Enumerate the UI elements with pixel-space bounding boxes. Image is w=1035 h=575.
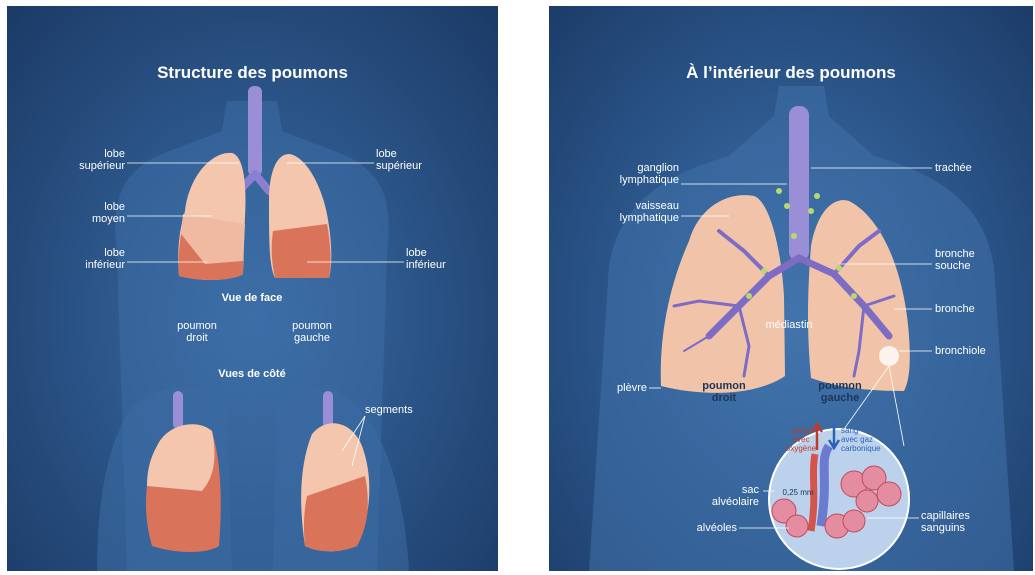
- label-poumon-gauche: poumon gauche: [277, 320, 347, 344]
- label-bronche: bronche: [935, 303, 1015, 315]
- label-bronchiole: bronchiole: [935, 345, 1015, 357]
- page-title: Structure des poumons: [7, 63, 498, 83]
- panel-inside-lungs: À l’intérieur des poumons ganglion lymph…: [549, 6, 1033, 571]
- label-poumon-gauche-inside: poumon gauche: [805, 380, 875, 404]
- label-lobe-inferieur-droit: lobe inférieur: [57, 247, 125, 271]
- label-bronche-souche: bronche souche: [935, 248, 1015, 272]
- label-plevre: plèvre: [589, 382, 647, 394]
- label-ganglion-lymphatique: ganglion lymphatique: [599, 162, 679, 186]
- anatomy-illustration-right: [549, 6, 1033, 571]
- label-mediastin: médiastin: [754, 319, 824, 331]
- label-sang-gaz-carbonique: sang avec gaz carbonique: [841, 426, 901, 453]
- bronchiole-detail: [879, 346, 899, 366]
- label-segments: segments: [365, 404, 445, 416]
- trachea-side-left: [173, 391, 183, 429]
- label-lobe-superieur-gauche: lobe supérieur: [376, 148, 446, 172]
- label-sac-alveolaire: sac alvéolaire: [659, 484, 759, 508]
- label-trachee: trachée: [935, 162, 1015, 174]
- label-poumon-droit: poumon droit: [162, 320, 232, 344]
- label-scale: 0,25 mm: [773, 488, 823, 497]
- panel-title-right: À l’intérieur des poumons: [549, 63, 1033, 83]
- label-sang-oxygene: sang avec oxygène: [781, 426, 821, 453]
- label-vue-de-face: Vue de face: [202, 292, 302, 304]
- label-lobe-inferieur-gauche: lobe inférieur: [406, 247, 476, 271]
- anatomy-illustration-left: [7, 6, 498, 571]
- left-lower-lobe: [272, 224, 331, 278]
- label-alveoles: alvéoles: [659, 522, 737, 534]
- label-vaisseau-lymphatique: vaisseau lymphatique: [599, 200, 679, 224]
- label-lobe-superieur-droit: lobe supérieur: [57, 148, 125, 172]
- panel-lung-structure: Structure des poumons lobe supérieur lob…: [7, 6, 498, 571]
- label-poumon-droit-inside: poumon droit: [689, 380, 759, 404]
- trachea-side-right: [323, 391, 333, 429]
- trachea-front: [248, 86, 262, 176]
- label-lobe-moyen: lobe moyen: [57, 201, 125, 225]
- label-vues-de-cote: Vues de côté: [202, 368, 302, 380]
- label-capillaires-sanguins: capillaires sanguins: [921, 510, 1011, 534]
